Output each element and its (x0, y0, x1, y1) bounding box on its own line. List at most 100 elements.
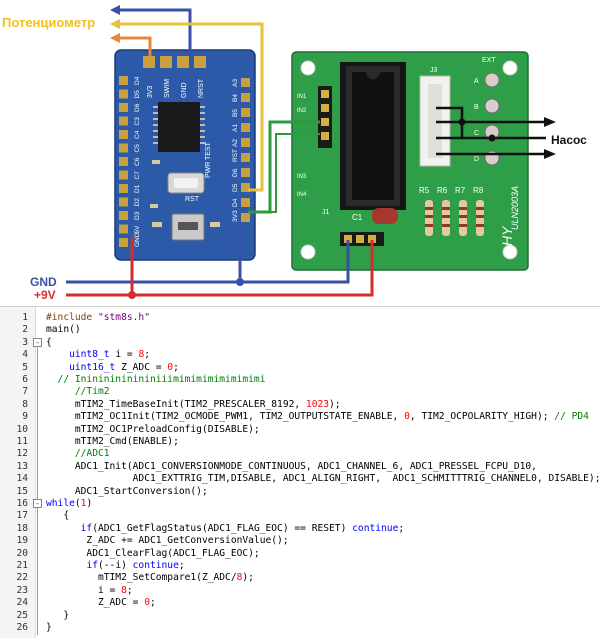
stm8-left-header (119, 76, 128, 247)
stm8-right-pin (241, 138, 250, 147)
wire-gnd (66, 240, 350, 284)
wire-pot-blue (118, 8, 192, 56)
code-text: main() (46, 324, 81, 336)
stm8-left-pin-label: GND (134, 232, 141, 247)
code-line: 25 } (0, 609, 600, 622)
code-text: mTIM2_OC1Init(TIM2_OCMODE_PWM1, TIM2_OUT… (46, 411, 589, 423)
code-line: 20 ADC1_ClearFlag(ADC1_FLAG_EOC); (0, 547, 600, 560)
stm8-silk-rst: RST (185, 196, 200, 203)
stm8-left-pin (119, 170, 128, 180)
arrow-pump-2 (544, 149, 556, 159)
driver-in-label: IN4 (297, 192, 307, 198)
code-line: 22 mTIM2_SetCompare1(Z_ADC/8); (0, 571, 600, 584)
wire-pot-yellow (118, 22, 264, 192)
line-number: 6 (22, 374, 28, 385)
stm8-board: 3V3 SWIM GND NRST PWR TEST RST (114, 49, 256, 261)
line-number: 5 (22, 361, 28, 373)
code-line: 13 ADC1_Init(ADC1_CONVERSIONMODE_CONTINU… (0, 460, 600, 473)
stm8-top-header (143, 56, 206, 68)
line-number: 8 (22, 398, 28, 410)
wire-9v (66, 240, 374, 297)
stm8-top-pin-label: SWIM (164, 79, 171, 98)
code-text: { (46, 336, 52, 348)
stm8-left-pin-label: 5V (134, 225, 141, 234)
driver-silk-r5: R5 (419, 186, 430, 195)
stm8-mcu-chip (158, 102, 200, 152)
stm8-left-pin-label: D2 (134, 198, 141, 207)
code-text: ADC1_EXTTRIG_TIM,DISABLE, ADC1_ALIGN_RIG… (46, 473, 600, 485)
line-number: 17 (16, 510, 28, 522)
driver-silk-c1: C1 (352, 213, 363, 222)
code-text: ADC1_Init(ADC1_CONVERSIONMODE_CONTINUOUS… (46, 460, 537, 472)
arrow-pot-orange (110, 33, 120, 43)
line-number: 3 (22, 336, 28, 348)
driver-silk-r7: R7 (455, 186, 466, 195)
stm8-left-pin-label: D1 (134, 184, 141, 193)
stm8-left-pin-label: D3 (134, 211, 141, 220)
line-number: 7 (22, 386, 28, 398)
stm8-left-pin-label: C5 (134, 144, 141, 153)
driver-silk-j3: J3 (430, 67, 438, 74)
stm8-right-pin (241, 93, 250, 102)
line-number-gutter (0, 307, 36, 638)
code-text: //Tim2 (46, 386, 110, 398)
code-line: 10 mTIM2_OC1PreloadConfig(DISABLE); (0, 423, 600, 436)
label-pump: Насос (551, 133, 587, 147)
code-line: 12 //ADC1 (0, 447, 600, 460)
stm8-right-pin-label: A1 (232, 124, 239, 132)
line-number: 10 (16, 423, 28, 435)
stm8-left-pin-label: C6 (134, 157, 141, 166)
stm8-left-pin (119, 238, 128, 247)
stm8-left-pin-label: D4 (134, 76, 141, 85)
code-line: 18 if(ADC1_GetFlagStatus(ADC1_FLAG_EOC) … (0, 522, 600, 535)
code-line: 5 uint16_t Z_ADC = 0; (0, 361, 600, 374)
wiring-diagram: 3V3 SWIM GND NRST PWR TEST RST (2, 5, 587, 300)
code-text: ADC1_ClearFlag(ADC1_FLAG_EOC); (46, 547, 260, 559)
driver-silk-hy: HY (499, 225, 515, 246)
code-line: 8 mTIM2_TimeBaseInit(TIM2_PRESCALER_8192… (0, 398, 600, 411)
code-text: mTIM2_OC1PreloadConfig(DISABLE); (46, 423, 260, 435)
code-line: 14 ADC1_EXTTRIG_TIM,DISABLE, ADC1_ALIGN_… (0, 472, 600, 485)
stm8-right-pin (241, 153, 250, 162)
code-text: // Inininininininiiimimimimimimimimi (46, 374, 266, 385)
code-line: 1#include "stm8s.h" (0, 311, 600, 324)
fold-toggle-icon[interactable]: - (33, 499, 42, 508)
stm8-left-pin-label: C3 (134, 117, 141, 126)
driver-in-label: IN1 (297, 94, 307, 100)
code-text: if(ADC1_GetFlagStatus(ADC1_FLAG_EOC) == … (80, 522, 405, 534)
stm8-right-pin-label: D4 (232, 198, 239, 207)
code-line: 11 mTIM2_Cmd(ENABLE); (0, 435, 600, 448)
code-text: { (46, 510, 70, 522)
line-number: 9 (22, 411, 28, 423)
label-potentiometer: Потенциометр (2, 15, 95, 30)
stm8-left-pin (119, 143, 128, 153)
code-text: i = 8; (46, 584, 133, 596)
line-number: 2 (22, 324, 28, 336)
stm8-right-pin (241, 168, 250, 177)
stm8-right-pin (241, 108, 250, 117)
uln2003-chip (352, 72, 394, 200)
stm8-right-pin-label: D5 (232, 183, 239, 192)
potentiometer-wires (118, 8, 264, 192)
stm8-right-pin-label: A2 (232, 139, 239, 147)
arrow-pot-yellow (110, 19, 120, 29)
stm8-left-pin (119, 116, 128, 126)
driver-silk-uln: ULN2003A (510, 186, 520, 230)
code-line: 16-while(1) (0, 497, 600, 510)
line-number: 16 (16, 498, 28, 509)
line-number: 26 (16, 622, 28, 633)
label-gnd: GND (30, 275, 57, 289)
potentiometer-arrows (110, 5, 120, 43)
pump-junctions (458, 118, 496, 142)
line-number: 15 (16, 485, 28, 497)
code-line: 6 // Inininininininiiimimimimimimimimi (0, 373, 600, 386)
stm8-silk-pwr: PWR (205, 162, 212, 178)
code-text: mTIM2_Cmd(ENABLE); (46, 436, 179, 447)
led-label: C (474, 130, 479, 137)
fold-toggle-icon[interactable]: - (33, 337, 42, 347)
arrow-pump-1 (544, 117, 556, 127)
code-text: if(--i) continue; (86, 560, 185, 571)
stm8-right-pin (241, 183, 250, 192)
